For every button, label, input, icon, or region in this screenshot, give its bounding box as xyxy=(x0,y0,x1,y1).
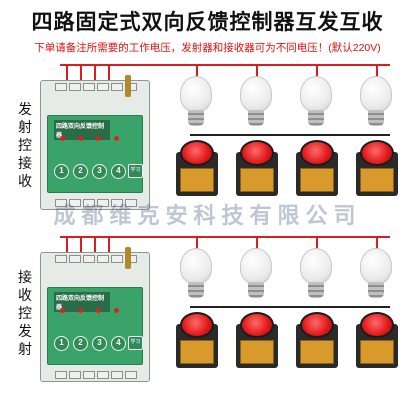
red-push-button-icon[interactable] xyxy=(234,312,280,370)
red-push-button-icon[interactable] xyxy=(354,140,400,198)
wire xyxy=(108,236,110,256)
wire xyxy=(60,236,390,238)
side-label-char: 发 xyxy=(18,101,32,117)
side-label-char: 接 xyxy=(18,155,32,171)
wire xyxy=(316,236,318,250)
light-bulb-icon xyxy=(236,248,276,306)
side-label-char: 收 xyxy=(18,287,32,303)
light-bulb-icon xyxy=(236,76,276,134)
channel-button-1[interactable]: 1 xyxy=(54,336,69,351)
antenna-icon xyxy=(125,247,131,269)
light-bulb-icon xyxy=(176,248,216,306)
wire xyxy=(108,64,110,84)
wire xyxy=(196,236,198,250)
channel-button-4[interactable]: 4 xyxy=(111,336,126,351)
terminal-block xyxy=(55,255,137,263)
learn-button[interactable]: 学习 xyxy=(128,336,143,350)
wire xyxy=(256,236,258,250)
antenna-icon xyxy=(125,75,131,97)
terminal-block xyxy=(55,199,137,207)
terminal-block xyxy=(55,371,137,379)
wire xyxy=(196,64,198,78)
controller-name: 四路双向反馈控制器 xyxy=(54,292,110,312)
light-bulb-icon xyxy=(356,248,396,306)
led-out1 xyxy=(60,308,65,313)
wire xyxy=(94,64,96,84)
led-out4 xyxy=(114,136,119,141)
led-out3 xyxy=(96,308,101,313)
controller-front-panel: 四路双向反馈控制器 1 2 3 4 学习 xyxy=(47,287,143,365)
led-out4 xyxy=(114,308,119,313)
channel-button-1[interactable]: 1 xyxy=(54,164,69,179)
wire xyxy=(190,306,390,308)
channel-button-3[interactable]: 3 xyxy=(92,336,107,351)
wire xyxy=(66,236,68,256)
red-push-button-icon[interactable] xyxy=(174,312,220,370)
controller-module: 四路双向反馈控制器 1 2 3 4 学习 xyxy=(40,247,150,382)
channel-button-3[interactable]: 3 xyxy=(92,164,107,179)
terminal-block xyxy=(55,83,137,91)
wire xyxy=(376,236,378,250)
voltage-note: 下单请备注所需要的工作电压，发射器和接收器可为不同电压！(默认220V) xyxy=(34,42,381,54)
wire xyxy=(80,64,82,84)
red-push-button-icon[interactable] xyxy=(294,140,340,198)
side-label-char: 收 xyxy=(18,173,32,189)
light-bulb-icon xyxy=(296,76,336,134)
red-push-button-icon[interactable] xyxy=(174,140,220,198)
wire xyxy=(66,64,68,84)
led-out3 xyxy=(96,136,101,141)
side-label: 接 收 控 发 射 xyxy=(16,268,34,358)
channel-button-4[interactable]: 4 xyxy=(111,164,126,179)
side-label-char: 发 xyxy=(18,323,32,339)
wire xyxy=(376,64,378,78)
light-bulb-icon xyxy=(296,248,336,306)
wire xyxy=(60,64,390,66)
light-bulb-icon xyxy=(176,76,216,134)
led-out2 xyxy=(78,136,83,141)
wire xyxy=(94,236,96,256)
side-label: 发 射 控 接 收 xyxy=(16,100,34,190)
wire xyxy=(316,64,318,78)
transmitter-panel: 发 射 控 接 收 四路双向反馈控制器 1 2 3 4 学习 xyxy=(0,58,415,228)
side-label-char: 接 xyxy=(18,269,32,285)
red-push-button-icon[interactable] xyxy=(354,312,400,370)
red-push-button-icon[interactable] xyxy=(294,312,340,370)
watermark: 成都维克安科技有限公司 xyxy=(53,203,362,228)
channel-button-2[interactable]: 2 xyxy=(73,164,88,179)
light-bulb-icon xyxy=(356,76,396,134)
controller-module: 四路双向反馈控制器 1 2 3 4 学习 xyxy=(40,75,150,210)
side-label-char: 射 xyxy=(18,119,32,135)
wire xyxy=(256,64,258,78)
page-title: 四路固定式双向反馈控制器互发互收 xyxy=(31,11,384,34)
receiver-panel: 接 收 控 发 射 四路双向反馈控制器 1 2 3 4 学习 xyxy=(0,230,415,400)
wire xyxy=(190,134,390,136)
wire xyxy=(80,236,82,256)
side-label-char: 控 xyxy=(18,305,32,321)
red-push-button-icon[interactable] xyxy=(234,140,280,198)
side-label-char: 控 xyxy=(18,137,32,153)
controller-name: 四路双向反馈控制器 xyxy=(54,120,110,140)
controller-front-panel: 四路双向反馈控制器 1 2 3 4 学习 xyxy=(47,115,143,193)
learn-button[interactable]: 学习 xyxy=(128,164,143,178)
channel-button-2[interactable]: 2 xyxy=(73,336,88,351)
led-out2 xyxy=(78,308,83,313)
led-out1 xyxy=(60,136,65,141)
side-label-char: 射 xyxy=(18,341,32,357)
